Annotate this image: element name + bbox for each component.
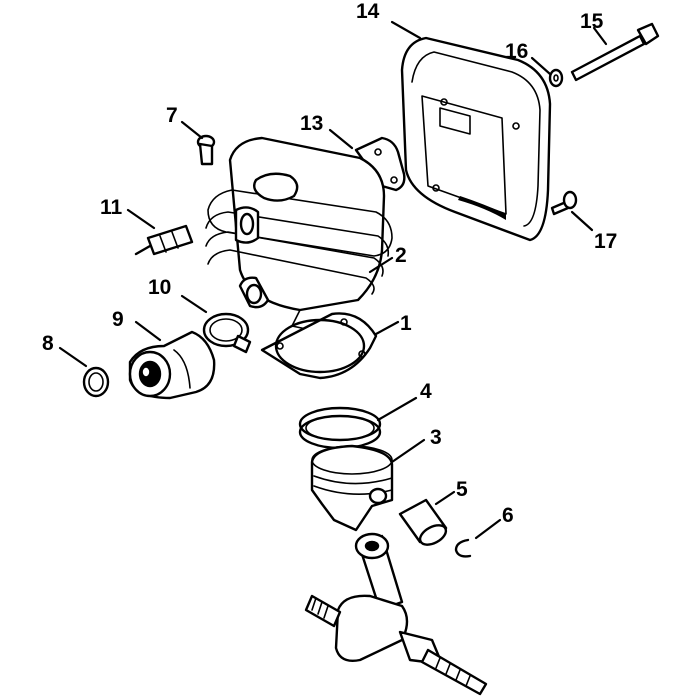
label-15: 15 <box>580 10 604 33</box>
intake-manifold <box>128 330 216 400</box>
label-3: 3 <box>430 426 442 449</box>
leader-lines <box>58 20 608 540</box>
muffler-screw <box>550 190 578 216</box>
callout-labels: 1 2 3 4 5 6 7 8 9 10 11 13 14 15 16 17 <box>42 0 617 527</box>
crankshaft <box>304 532 488 696</box>
muffler-gasket <box>354 136 406 192</box>
label-16: 16 <box>505 40 528 63</box>
label-7: 7 <box>166 104 178 127</box>
label-14: 14 <box>356 0 380 23</box>
label-10: 10 <box>148 276 171 299</box>
muffler-cover <box>400 36 552 242</box>
hose-clamp <box>202 312 252 354</box>
piston-pin <box>398 498 448 546</box>
circlip <box>454 538 472 558</box>
piston-rings <box>298 406 382 450</box>
label-6: 6 <box>502 504 514 527</box>
label-11: 11 <box>100 196 123 219</box>
label-4: 4 <box>420 380 432 403</box>
label-1: 1 <box>400 312 412 335</box>
label-8: 8 <box>42 332 54 355</box>
base-gasket <box>260 312 378 380</box>
washer <box>548 68 564 88</box>
retaining-ring <box>82 366 110 398</box>
cylinder-screw <box>196 134 216 166</box>
label-17: 17 <box>594 230 617 253</box>
muffler-bolt <box>570 22 660 82</box>
piston <box>310 444 394 532</box>
label-5: 5 <box>456 478 468 501</box>
label-2: 2 <box>395 244 407 267</box>
label-13: 13 <box>300 112 323 135</box>
cylinder <box>205 136 393 335</box>
label-9: 9 <box>112 308 124 331</box>
spark-plug <box>134 224 194 256</box>
